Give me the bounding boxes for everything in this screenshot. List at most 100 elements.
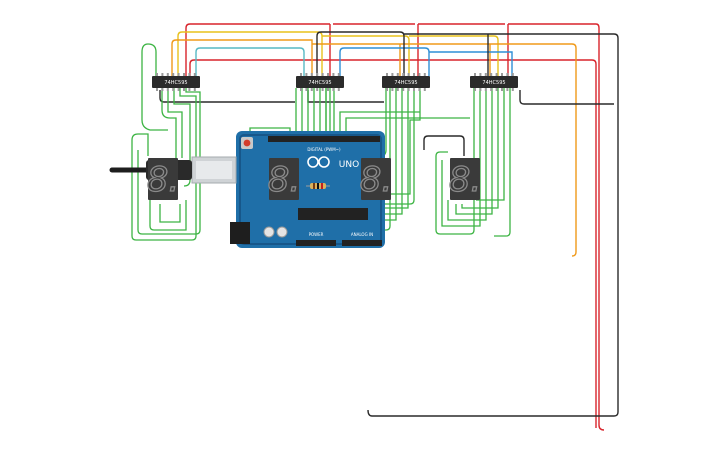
wire-red[interactable]: [185, 23, 605, 431]
chip-pin: [177, 88, 180, 91]
chip-pin: [156, 73, 158, 76]
microcontroller-chip: [298, 208, 368, 220]
chip-pin: [305, 88, 308, 91]
chip-pin: [495, 73, 498, 76]
wire-teal[interactable]: [195, 47, 305, 76]
chip-pin: [484, 73, 487, 76]
chip-pin: [402, 73, 405, 76]
chip-pin: [337, 73, 340, 76]
chip-pin: [484, 88, 487, 91]
chip-label: 74HC595: [164, 80, 187, 86]
display-digit: 8.: [360, 160, 392, 200]
display-body: [361, 158, 391, 200]
chip-pin: [391, 88, 394, 91]
chip-pin: [337, 88, 340, 91]
chip-pin: [413, 73, 415, 76]
shift-registers: 74HC595 74HC595 74HC595 74HC595: [152, 73, 518, 91]
seven-segment-display-4[interactable]: 8.: [448, 158, 482, 201]
wire-black-3[interactable]: [423, 135, 465, 156]
chip-pin: [193, 88, 196, 91]
shift-register-3[interactable]: 74HC595: [382, 73, 430, 91]
chip-pin: [413, 88, 415, 91]
chip-pin: [327, 88, 329, 91]
chip-pin: [183, 88, 185, 91]
chip-pin: [391, 73, 394, 76]
chip-pin: [316, 73, 319, 76]
chip-pin: [474, 88, 476, 91]
chip-pin: [188, 88, 191, 91]
chip-pin: [332, 88, 335, 91]
analog-label: ANALOG IN: [351, 232, 373, 237]
reset-button-cap[interactable]: [243, 139, 251, 147]
display-body: [269, 158, 299, 200]
chip-pin: [490, 73, 493, 76]
chip-label: 74HC595: [394, 80, 417, 86]
power-jack: [230, 222, 250, 244]
chip-pin: [396, 88, 399, 91]
chip-pin: [418, 88, 421, 91]
seven-segment-display-2[interactable]: 8.: [267, 158, 301, 201]
analog-header: [342, 240, 382, 246]
chip-pin: [166, 88, 169, 91]
display-digit: 8.: [268, 160, 300, 200]
chip-pin: [396, 73, 399, 76]
usb-port-inner: [196, 161, 232, 179]
shift-register-4[interactable]: 74HC595: [470, 73, 518, 91]
chip-pin: [327, 73, 329, 76]
seven-segment-displays: 8. 8. 8. 8.: [146, 158, 482, 201]
digital-label: DIGITAL (PWM~): [307, 147, 341, 152]
chip-pin: [188, 73, 191, 76]
chip-pin: [310, 73, 313, 76]
display-body: [148, 158, 178, 200]
wire-black[interactable]: [316, 31, 619, 417]
chip-pin: [386, 88, 388, 91]
chip-pin: [511, 88, 514, 91]
chip-pin: [501, 88, 503, 91]
chip-pin: [172, 73, 175, 76]
power-header: [296, 240, 336, 246]
chip-pin: [177, 73, 180, 76]
chip-pin: [511, 73, 514, 76]
board-model-label: UNO: [339, 160, 359, 170]
seven-segment-display-3[interactable]: 8.: [359, 158, 393, 201]
chip-pin: [418, 73, 421, 76]
chip-pin: [407, 88, 410, 91]
chip-pin: [402, 88, 405, 91]
chip-pin: [332, 73, 335, 76]
wire-black-2[interactable]: [159, 90, 614, 105]
chip-pin: [310, 88, 313, 91]
chip-pin: [156, 88, 158, 91]
chip-pin: [300, 73, 302, 76]
wire-red-2[interactable]: [189, 59, 597, 428]
shift-register-2[interactable]: 74HC595: [296, 73, 344, 91]
chip-label: 74HC595: [482, 80, 505, 86]
chip-pin: [479, 88, 482, 91]
chip-pin: [501, 73, 503, 76]
chip-body: [470, 76, 518, 88]
chip-body: [296, 76, 344, 88]
chip-pin: [423, 73, 426, 76]
chip-pin: [300, 88, 302, 91]
resistor[interactable]: [306, 183, 330, 189]
arduino-logo: [307, 156, 330, 168]
chip-pin: [506, 73, 509, 76]
chip-pin: [161, 73, 164, 76]
chip-pin: [423, 88, 426, 91]
chip-pin: [193, 73, 196, 76]
chip-pin: [479, 73, 482, 76]
chip-pin: [321, 88, 324, 91]
display-digit: 8.: [147, 160, 179, 200]
seven-segment-display-1[interactable]: 8.: [146, 158, 180, 201]
chip-pin: [166, 73, 169, 76]
shift-register-1[interactable]: 74HC595: [152, 73, 200, 91]
wire-orange[interactable]: [171, 39, 577, 257]
chip-pin: [161, 88, 164, 91]
wire-blue[interactable]: [339, 47, 513, 76]
chip-pin: [321, 73, 324, 76]
capacitor-1: [263, 226, 275, 238]
chip-label: 74HC595: [308, 80, 331, 86]
wire-yellow[interactable]: [177, 31, 323, 76]
wire-yellow-2[interactable]: [322, 35, 499, 76]
